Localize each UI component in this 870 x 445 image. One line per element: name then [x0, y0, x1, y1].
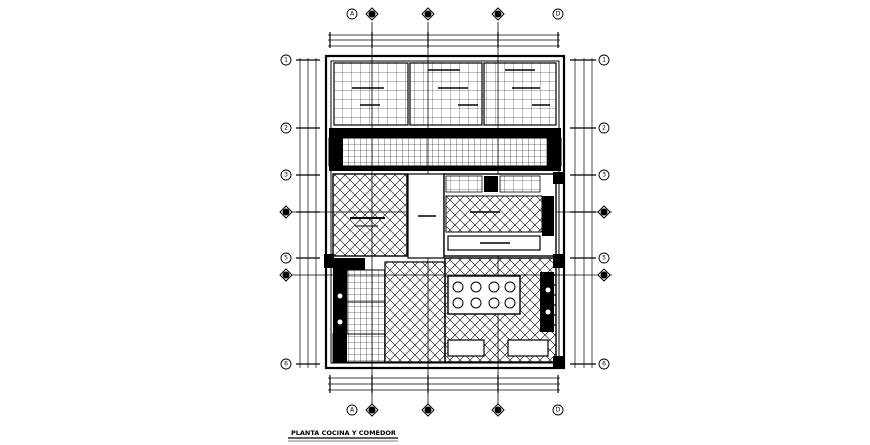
drawing-title-block: PLANTA COCINA Y COMEDOR	[288, 429, 398, 442]
right-grid-bubbles: 1 2 3 5 6	[597, 54, 611, 370]
left-dining-room	[332, 173, 408, 257]
grid-label-2-right: 2	[602, 125, 606, 132]
grid-label-d-bottom: D	[556, 407, 561, 414]
kitchen-upper	[443, 173, 557, 257]
grid-label-1-right: 1	[602, 57, 606, 64]
corridor-band	[328, 128, 562, 171]
bottom-grid-bubbles: A D	[346, 403, 564, 417]
grid-label-d-top: D	[556, 11, 561, 18]
grid-label-2-left: 2	[284, 125, 288, 132]
bottom-dimension-lines	[328, 375, 560, 393]
grid-label-3-left: 3	[284, 172, 288, 179]
grid-label-5-left: 5	[284, 255, 288, 262]
bottom-hallway	[384, 261, 446, 363]
left-service-rooms	[332, 258, 386, 363]
left-dimension-lines	[296, 58, 320, 368]
outer-wall	[324, 54, 566, 370]
left-grid-bubbles: 1 2 3 5 6	[279, 54, 293, 370]
columns	[324, 172, 565, 368]
grid-label-a-top: A	[350, 11, 355, 18]
top-grid-bubbles: A D	[346, 7, 564, 21]
grid-label-5-right: 5	[602, 255, 606, 262]
right-dimension-lines	[570, 58, 596, 368]
grid-label-3-right: 3	[602, 172, 606, 179]
inner-wall-outline	[330, 60, 560, 364]
grid-label-a-bottom: A	[350, 407, 355, 414]
top-rooms	[333, 62, 557, 126]
grid-label-1-left: 1	[284, 57, 288, 64]
kitchen-lower	[444, 257, 557, 363]
drawing-title: PLANTA COCINA Y COMEDOR	[291, 429, 396, 437]
grid-label-6-right: 6	[602, 361, 606, 368]
grid-label-6-left: 6	[284, 361, 288, 368]
top-dimension-lines	[328, 32, 560, 48]
